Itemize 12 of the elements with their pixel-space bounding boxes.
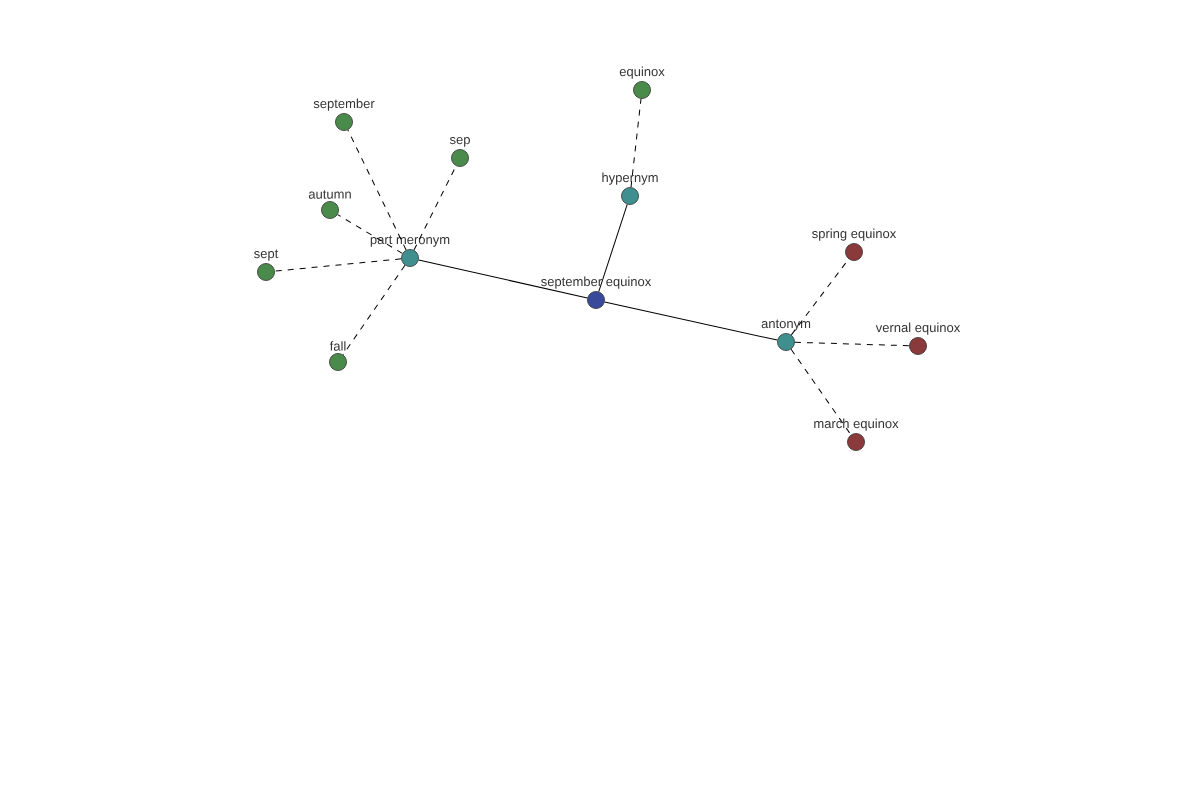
connector-line xyxy=(342,264,406,356)
connector-line xyxy=(337,214,403,254)
connector-line xyxy=(274,258,402,272)
connector-line xyxy=(413,165,457,251)
connector-line xyxy=(630,98,642,188)
connector-line xyxy=(790,348,852,436)
connector-line xyxy=(790,258,850,336)
connector-line xyxy=(418,259,588,299)
connector-line xyxy=(604,301,778,341)
connector-line xyxy=(598,203,628,293)
connector-line xyxy=(347,129,407,251)
connector-line xyxy=(794,341,910,347)
